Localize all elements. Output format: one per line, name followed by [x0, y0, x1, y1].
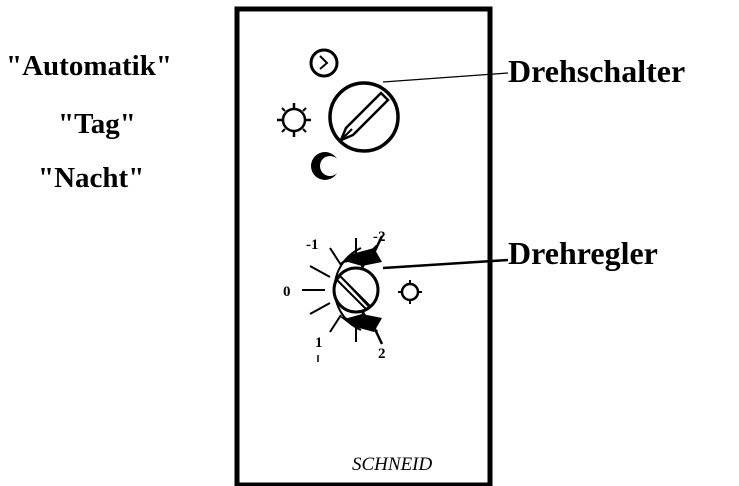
scale-label-0: 0	[283, 284, 291, 300]
moon-icon	[311, 152, 340, 180]
device-housing	[234, 6, 493, 486]
scale-label-minus1: -1	[306, 237, 319, 253]
switch-pointer	[338, 91, 390, 143]
clock-icon	[309, 48, 339, 78]
callout-drehregler: Drehregler	[508, 235, 658, 271]
mode-label-automatik: "Automatik"	[6, 50, 172, 82]
scale-label-1: 1	[315, 335, 323, 351]
mode-label-tag: "Tag"	[58, 108, 136, 140]
scale-label-2: 2	[378, 346, 386, 362]
sun-icon	[277, 103, 311, 137]
leader-line-switch	[382, 72, 509, 83]
knob-pointer	[335, 274, 372, 311]
callout-drehschalter: Drehschalter	[508, 53, 686, 89]
mode-label-nacht: "Nacht"	[38, 162, 145, 194]
rotary-knob[interactable]	[332, 266, 380, 314]
small-sun-icon	[398, 280, 422, 304]
leader-line-knob	[382, 258, 509, 270]
brand-label: SCHNEID	[352, 454, 433, 475]
scale-label-minus2: -2	[373, 229, 386, 245]
rotary-switch[interactable]	[328, 81, 400, 153]
